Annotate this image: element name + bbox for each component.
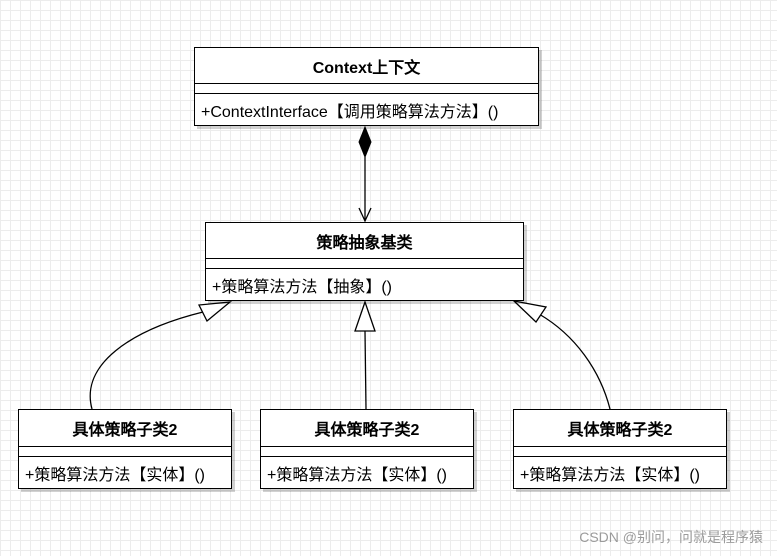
generalization-line-middle xyxy=(364,330,367,410)
context-class-box[interactable]: Context上下文 +ContextInterface【调用策略算法方法】() xyxy=(194,47,539,126)
generalization-triangle-left xyxy=(197,301,233,323)
concrete-class-box[interactable]: 具体策略子类2 +策略算法方法【实体】() xyxy=(18,409,232,489)
generalization-connector-middle xyxy=(354,300,376,410)
composition-arrowhead xyxy=(358,207,372,223)
generalization-connector-left xyxy=(89,301,233,410)
generalization-triangle-right xyxy=(511,299,548,324)
attributes-compartment xyxy=(514,447,726,457)
attributes-compartment xyxy=(19,447,231,457)
operation: +策略算法方法【实体】() xyxy=(520,467,701,484)
class-name: Context上下文 xyxy=(195,48,538,84)
concrete-class-box[interactable]: 具体策略子类2 +策略算法方法【实体】() xyxy=(260,409,474,489)
class-name: 具体策略子类2 xyxy=(514,410,726,447)
generalization-line-right xyxy=(538,313,611,410)
generalization-line-left xyxy=(89,311,204,410)
strategy-base-class-box[interactable]: 策略抽象基类 +策略算法方法【抽象】() xyxy=(205,222,524,301)
generalization-connector-right xyxy=(511,299,611,410)
class-name: 具体策略子类2 xyxy=(261,410,473,447)
operation: +策略算法方法【抽象】() xyxy=(212,279,393,296)
class-name: 具体策略子类2 xyxy=(19,410,231,447)
attributes-compartment xyxy=(261,447,473,457)
composition-connector xyxy=(358,125,372,223)
attributes-compartment xyxy=(206,259,523,269)
watermark: CSDN @别问，问就是程序猿 xyxy=(579,529,763,545)
operation: +策略算法方法【实体】() xyxy=(25,467,206,484)
operation: +ContextInterface【调用策略算法方法】() xyxy=(201,104,499,121)
attributes-compartment xyxy=(195,84,538,94)
concrete-class-box[interactable]: 具体策略子类2 +策略算法方法【实体】() xyxy=(513,409,727,489)
generalization-triangle-middle xyxy=(354,300,376,332)
class-name: 策略抽象基类 xyxy=(206,223,523,259)
operation: +策略算法方法【实体】() xyxy=(267,467,448,484)
composition-diamond xyxy=(358,125,372,159)
